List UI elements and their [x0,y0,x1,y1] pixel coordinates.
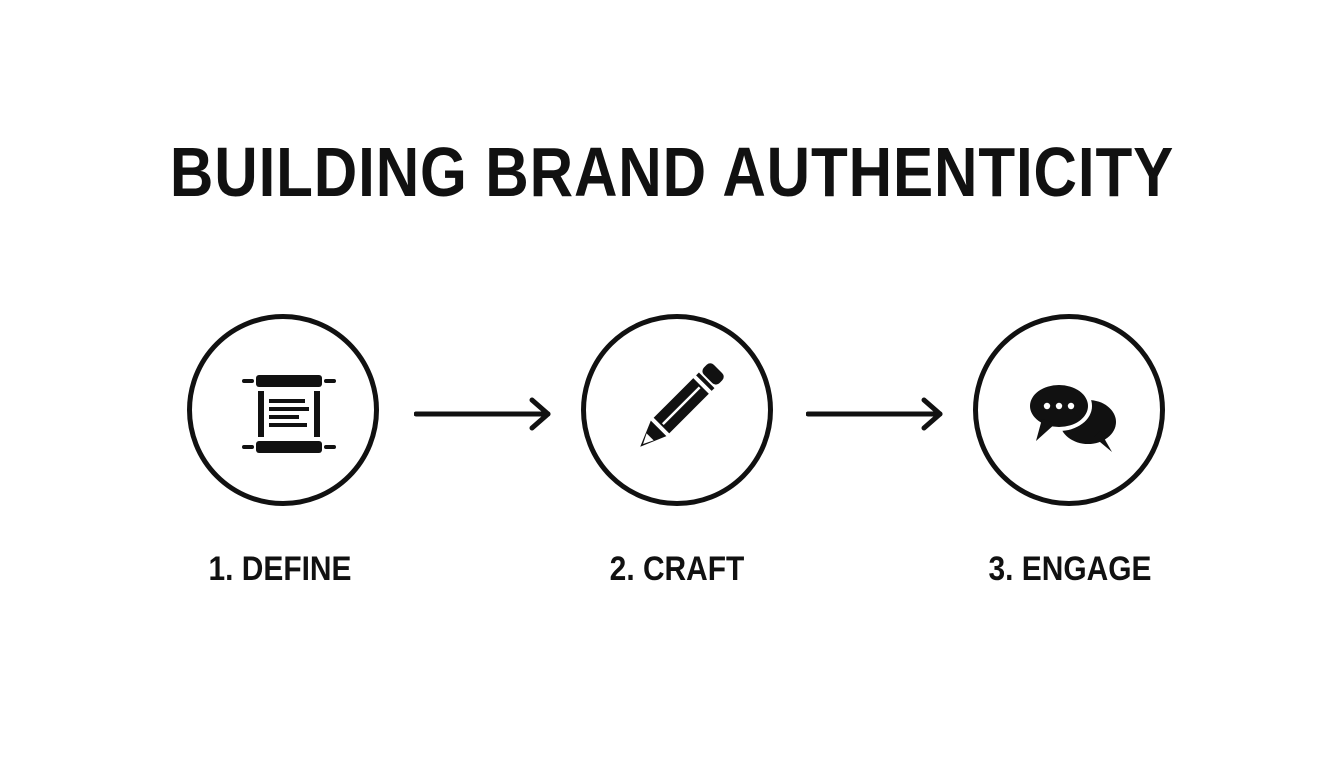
step-craft-circle [581,314,773,506]
pencil-icon [640,363,724,447]
step-label-craft: 2. CRAFT [609,550,745,588]
step-label-engage: 3. ENGAGE [988,550,1152,588]
diagram-title: BUILDING BRAND AUTHENTICITY [169,133,1175,211]
chat-bubbles-icon [1026,381,1116,452]
arrow-right-1 [414,397,551,431]
step-label-define: 1. DEFINE [208,550,352,588]
scroll-icon [242,375,336,453]
arrow-right-2 [806,397,943,431]
step-engage-circle [973,314,1165,506]
step-define-circle [187,314,379,506]
